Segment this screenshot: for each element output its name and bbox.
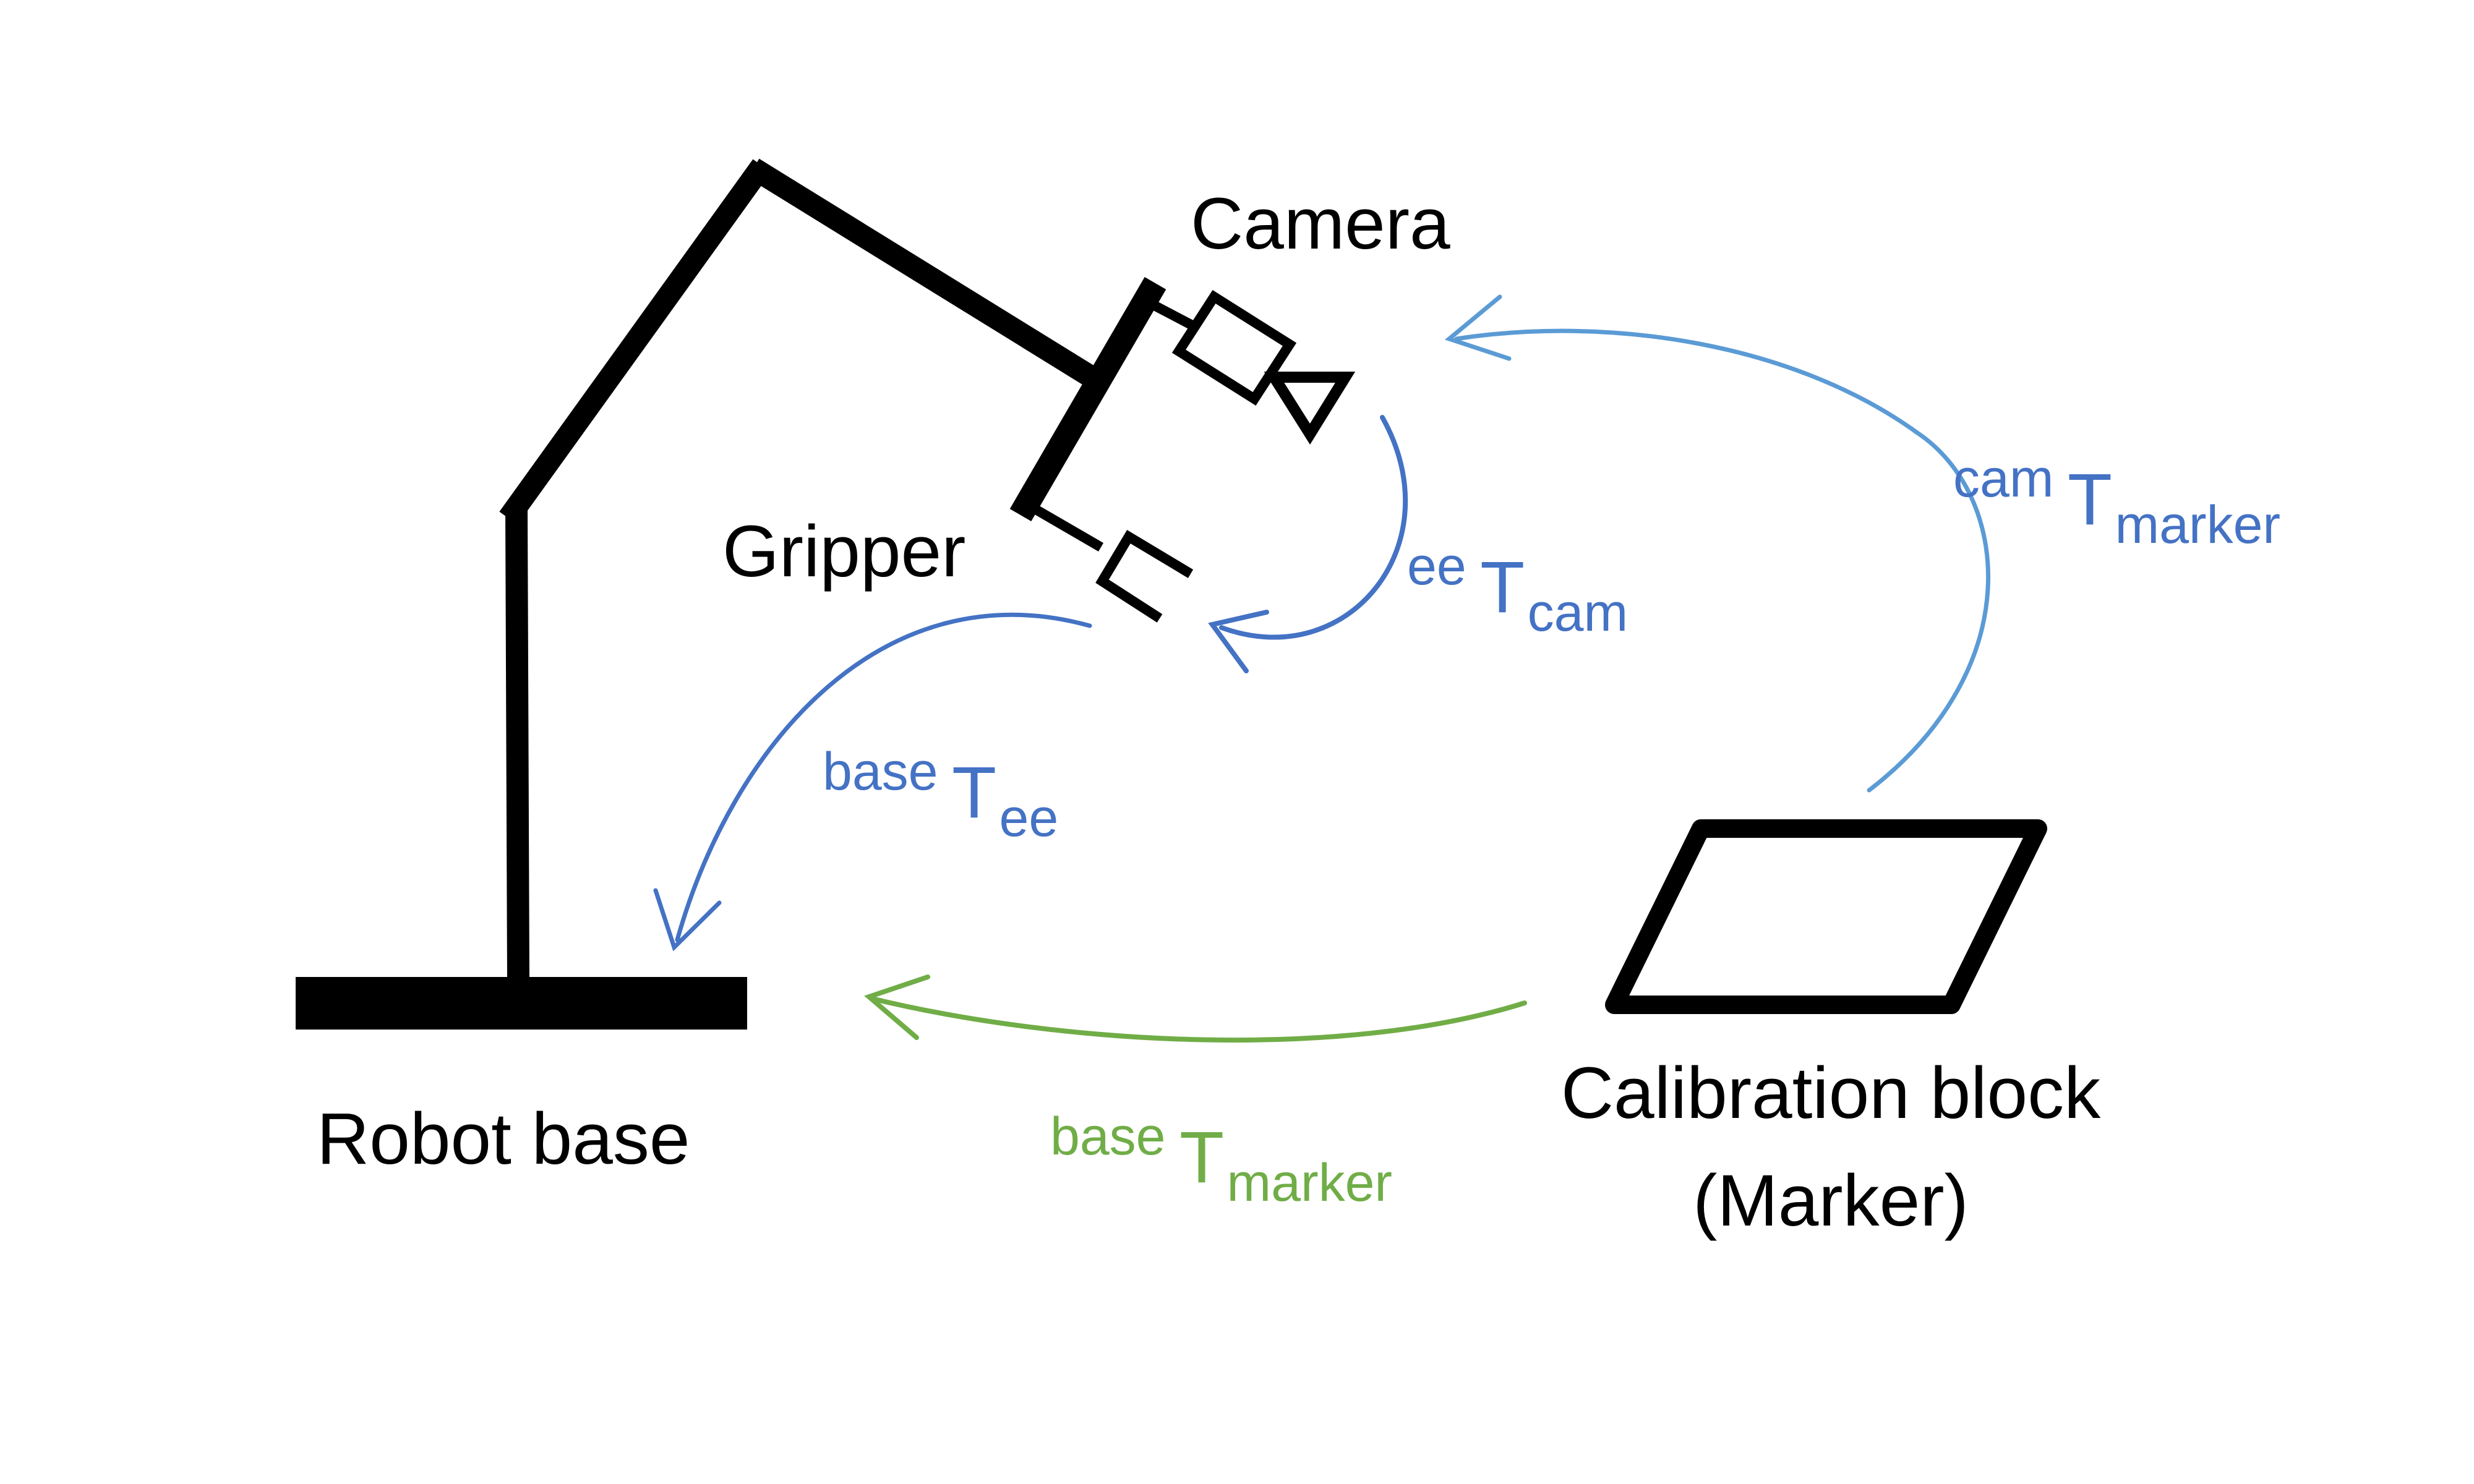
- label-base-T-ee-sup: base: [823, 742, 938, 801]
- robot-link-upper: [747, 158, 1106, 392]
- label-base-T-ee-main: T: [952, 752, 996, 834]
- arrow-base-T-marker: [864, 974, 1527, 1043]
- label-base-T-marker-main: T: [1179, 1117, 1224, 1198]
- arrow-cam-T-marker: [1444, 294, 1990, 793]
- robot-base-label: Robot base: [317, 1098, 690, 1180]
- robot-pillar: [505, 510, 529, 981]
- label-base-T-ee-sub: ee: [999, 788, 1059, 848]
- label-cam-T-marker-sup: cam: [1953, 449, 2053, 508]
- robot-link-lower: [499, 159, 771, 525]
- label-cam-T-marker-sub: marker: [2115, 495, 2280, 555]
- label-base-T-marker-sup: base: [1050, 1107, 1166, 1166]
- arrow-base-T-ee: [653, 612, 1092, 952]
- label-ee-T-cam: ee T cam: [1407, 537, 1628, 642]
- label-base-T-marker-sub: marker: [1227, 1153, 1393, 1213]
- calibration-block-marker: [1605, 819, 2047, 1014]
- label-ee-T-cam-main: T: [1480, 547, 1525, 628]
- robot-base-plate: [296, 977, 747, 1030]
- calibration-block-label: Calibration block: [1561, 1052, 2101, 1134]
- gripper-icon: [1029, 503, 1194, 623]
- label-cam-T-marker: cam T marker: [1953, 449, 2280, 555]
- label-ee-T-cam-sup: ee: [1407, 537, 1466, 596]
- label-base-T-ee: base T ee: [823, 742, 1058, 848]
- gripper-label: Gripper: [722, 511, 965, 592]
- marker-label: (Marker): [1693, 1160, 1969, 1242]
- camera-icon: [1145, 290, 1356, 445]
- end-effector-bar: [1009, 276, 1166, 522]
- label-cam-T-marker-main: T: [2068, 459, 2112, 540]
- camera-label: Camera: [1191, 183, 1450, 265]
- robot-arm: [296, 158, 1166, 1030]
- label-ee-T-cam-sub: cam: [1528, 583, 1628, 642]
- label-base-T-marker: base T marker: [1050, 1107, 1392, 1213]
- arrow-ee-T-cam: [1208, 415, 1408, 673]
